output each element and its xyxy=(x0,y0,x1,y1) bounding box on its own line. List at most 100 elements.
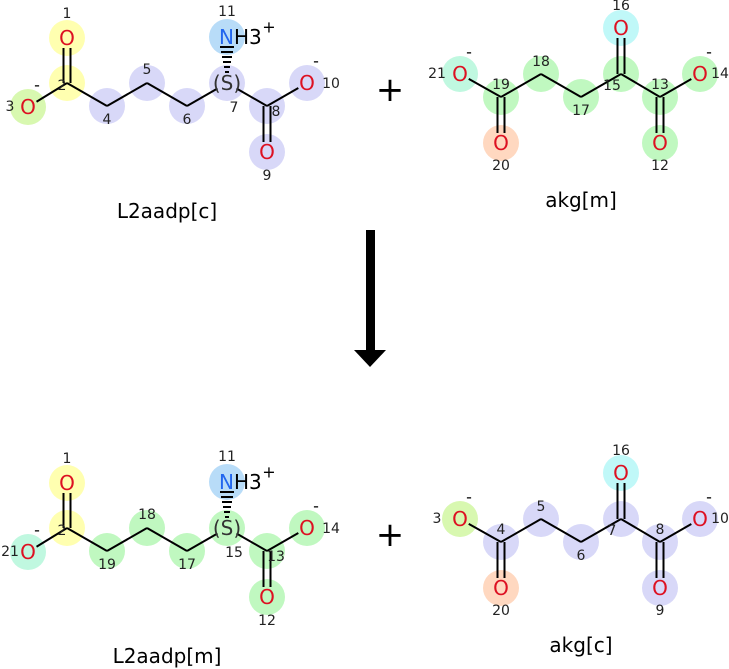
atom-highlight xyxy=(289,65,325,101)
single-bond xyxy=(500,518,542,543)
atom-number: 1 xyxy=(63,6,72,22)
single-bond xyxy=(236,532,268,552)
atom-number: 21 xyxy=(1,544,19,560)
oxygen-atom: O xyxy=(20,540,36,564)
atom-number: 3 xyxy=(6,99,15,115)
single-bond xyxy=(106,82,148,107)
atom-number: 5 xyxy=(537,499,546,515)
single-bond xyxy=(540,73,582,98)
single-bond xyxy=(106,527,148,552)
atom-number: 17 xyxy=(572,103,590,119)
single-bond xyxy=(659,523,692,543)
atom-highlight xyxy=(209,510,245,546)
molecule-name: akg[m] xyxy=(545,188,617,212)
atom-number: 19 xyxy=(492,77,510,93)
single-bond xyxy=(620,73,661,98)
atom-highlight xyxy=(249,134,285,170)
atom-highlight xyxy=(483,570,519,606)
stereo-center-label: (S) xyxy=(213,516,241,540)
atom-highlight xyxy=(249,579,285,615)
charge-sign: - xyxy=(34,521,40,540)
atom-number: 14 xyxy=(711,66,729,82)
single-bond xyxy=(35,527,68,548)
single-bond xyxy=(468,523,502,543)
atom-highlight xyxy=(289,510,325,546)
single-bond xyxy=(146,527,188,552)
oxygen-atom: O xyxy=(613,16,629,40)
atom-number: 12 xyxy=(258,613,276,629)
atom-highlight xyxy=(209,464,245,500)
atom-number: 3 xyxy=(433,511,442,527)
ammonium-group: NH3 xyxy=(219,470,262,494)
oxygen-atom: O xyxy=(613,461,629,485)
atom-number: 4 xyxy=(103,112,112,128)
atom-number: 20 xyxy=(492,158,510,174)
atom-number: 5 xyxy=(143,62,152,78)
atom-highlight xyxy=(682,56,718,92)
oxygen-atom: O xyxy=(493,131,509,155)
single-bond xyxy=(66,527,108,552)
charge-sign: + xyxy=(262,18,275,37)
oxygen-atom: O xyxy=(59,471,75,495)
molecule-name: L2aadp[c] xyxy=(117,199,217,223)
oxygen-atom: O xyxy=(299,516,315,540)
atom-number: 18 xyxy=(532,54,550,70)
oxygen-atom: O xyxy=(259,585,275,609)
stereo-center-label: (S) xyxy=(213,71,241,95)
atom-number: 16 xyxy=(612,0,630,14)
atom-highlight xyxy=(442,56,478,92)
atom-highlight xyxy=(209,65,245,101)
single-bond xyxy=(580,518,622,543)
atom-number: 19 xyxy=(98,557,116,573)
reaction-arrow-icon xyxy=(354,230,386,367)
single-bond xyxy=(500,73,542,98)
atom-number: 6 xyxy=(577,548,586,564)
hashed-wedge-bond xyxy=(220,491,234,518)
charge-sign: - xyxy=(313,497,319,516)
charge-sign: - xyxy=(466,488,472,507)
atom-highlight xyxy=(49,465,85,501)
charge-sign: - xyxy=(313,52,319,71)
atom-number: 2 xyxy=(58,78,67,94)
atom-number: 18 xyxy=(138,507,156,523)
oxygen-atom: O xyxy=(259,140,275,164)
atom-highlight xyxy=(10,534,46,570)
atom-highlight xyxy=(682,501,718,537)
atom-number: 15 xyxy=(603,78,621,94)
oxygen-atom: O xyxy=(652,576,668,600)
atom-number: 6 xyxy=(183,112,192,128)
ammonium-group: NH3 xyxy=(219,25,262,49)
single-bond xyxy=(236,87,268,107)
single-bond xyxy=(266,87,299,107)
charge-sign: - xyxy=(34,76,40,95)
charge-sign: - xyxy=(466,43,472,62)
single-bond xyxy=(659,78,692,98)
oxygen-atom: O xyxy=(20,95,36,119)
atom-number: 14 xyxy=(322,521,340,537)
plus-sign-bottom: + xyxy=(376,515,405,555)
charge-sign: + xyxy=(262,463,275,482)
atom-number: 15 xyxy=(225,545,243,561)
plus-sign-top: + xyxy=(376,70,405,110)
single-bond xyxy=(186,532,218,552)
oxygen-atom: O xyxy=(59,26,75,50)
atom-number: 8 xyxy=(656,522,665,538)
atom-number: 13 xyxy=(267,549,285,565)
atom-number: 9 xyxy=(263,168,272,184)
atom-number: 21 xyxy=(428,66,446,82)
atom-number: 4 xyxy=(497,522,506,538)
atom-highlight xyxy=(603,455,639,491)
atom-number: 2 xyxy=(58,523,67,539)
atom-highlight xyxy=(10,89,46,125)
atom-number: 16 xyxy=(612,443,630,459)
atom-number: 7 xyxy=(608,523,617,539)
molecule-name: L2aadp[m] xyxy=(113,644,222,668)
charge-sign: - xyxy=(706,43,712,62)
molecule-name: akg[c] xyxy=(549,633,612,657)
charge-sign: - xyxy=(706,488,712,507)
